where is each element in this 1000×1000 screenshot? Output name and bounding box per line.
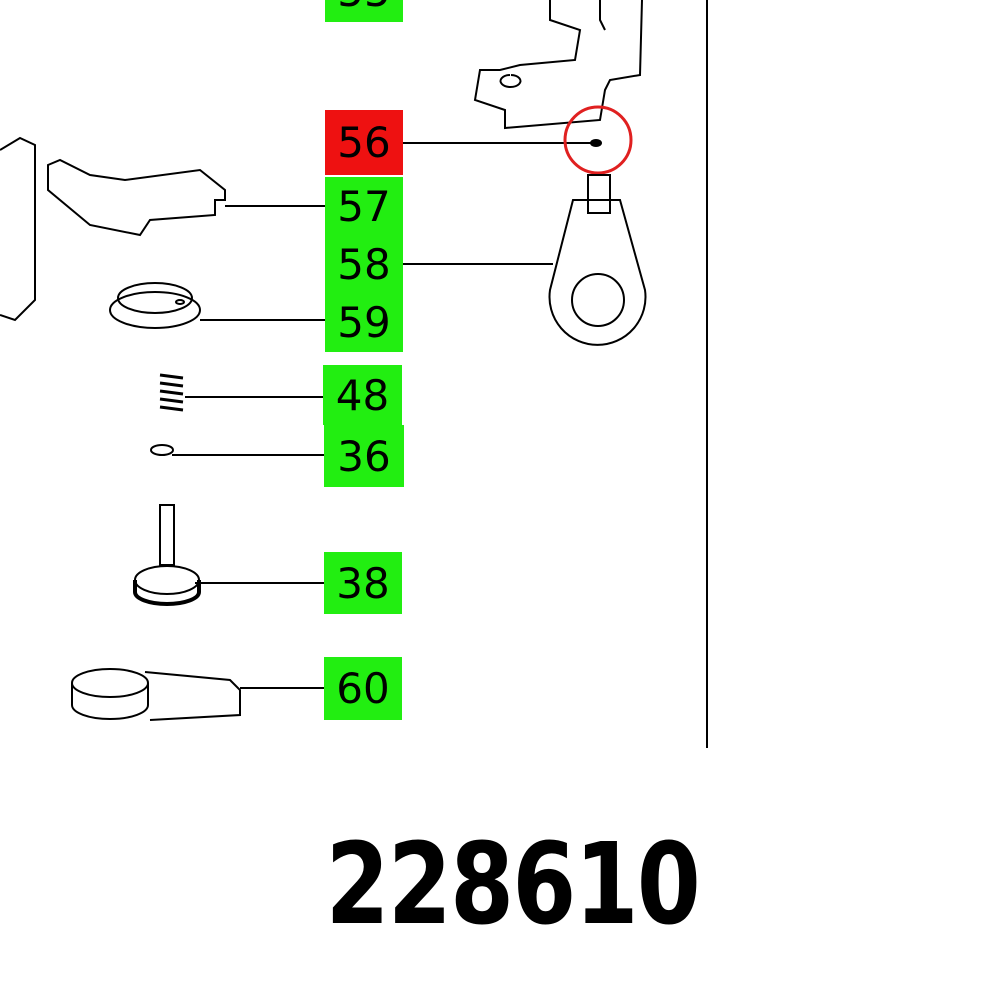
part-38-knob <box>133 504 201 606</box>
callout-label-57[interactable]: 57 <box>325 177 403 235</box>
callout-number: 58 <box>337 239 391 289</box>
part-48-spring <box>159 373 184 412</box>
callout-label-36[interactable]: 36 <box>324 425 404 487</box>
highlight-circle <box>563 105 633 175</box>
callout-label-38[interactable]: 38 <box>324 552 402 614</box>
part-55-bracket <box>473 0 643 130</box>
part-56-pin <box>590 139 602 147</box>
part-57-slider <box>0 136 226 322</box>
callout-number: 56 <box>337 118 391 167</box>
callout-number: 55 <box>337 0 390 16</box>
callout-label-59[interactable]: 59 <box>325 293 403 352</box>
callout-number: 38 <box>336 558 390 608</box>
callout-number: 59 <box>337 298 391 347</box>
callout-number: 60 <box>336 664 390 713</box>
callout-label-55[interactable]: 55 <box>325 0 403 22</box>
part-60-arm <box>71 668 241 721</box>
part-36-washer <box>150 444 174 456</box>
callout-number: 57 <box>337 181 391 231</box>
part-59-cap <box>109 282 201 329</box>
callout-number: 36 <box>337 431 391 481</box>
callout-label-56[interactable]: 56 <box>325 110 403 175</box>
callout-label-48[interactable]: 48 <box>323 365 402 425</box>
part-number: 228610 <box>325 820 701 950</box>
callout-label-58[interactable]: 58 <box>325 235 403 293</box>
callout-number: 48 <box>335 370 390 420</box>
part-58-lever <box>548 174 647 346</box>
callout-label-60[interactable]: 60 <box>324 657 402 720</box>
